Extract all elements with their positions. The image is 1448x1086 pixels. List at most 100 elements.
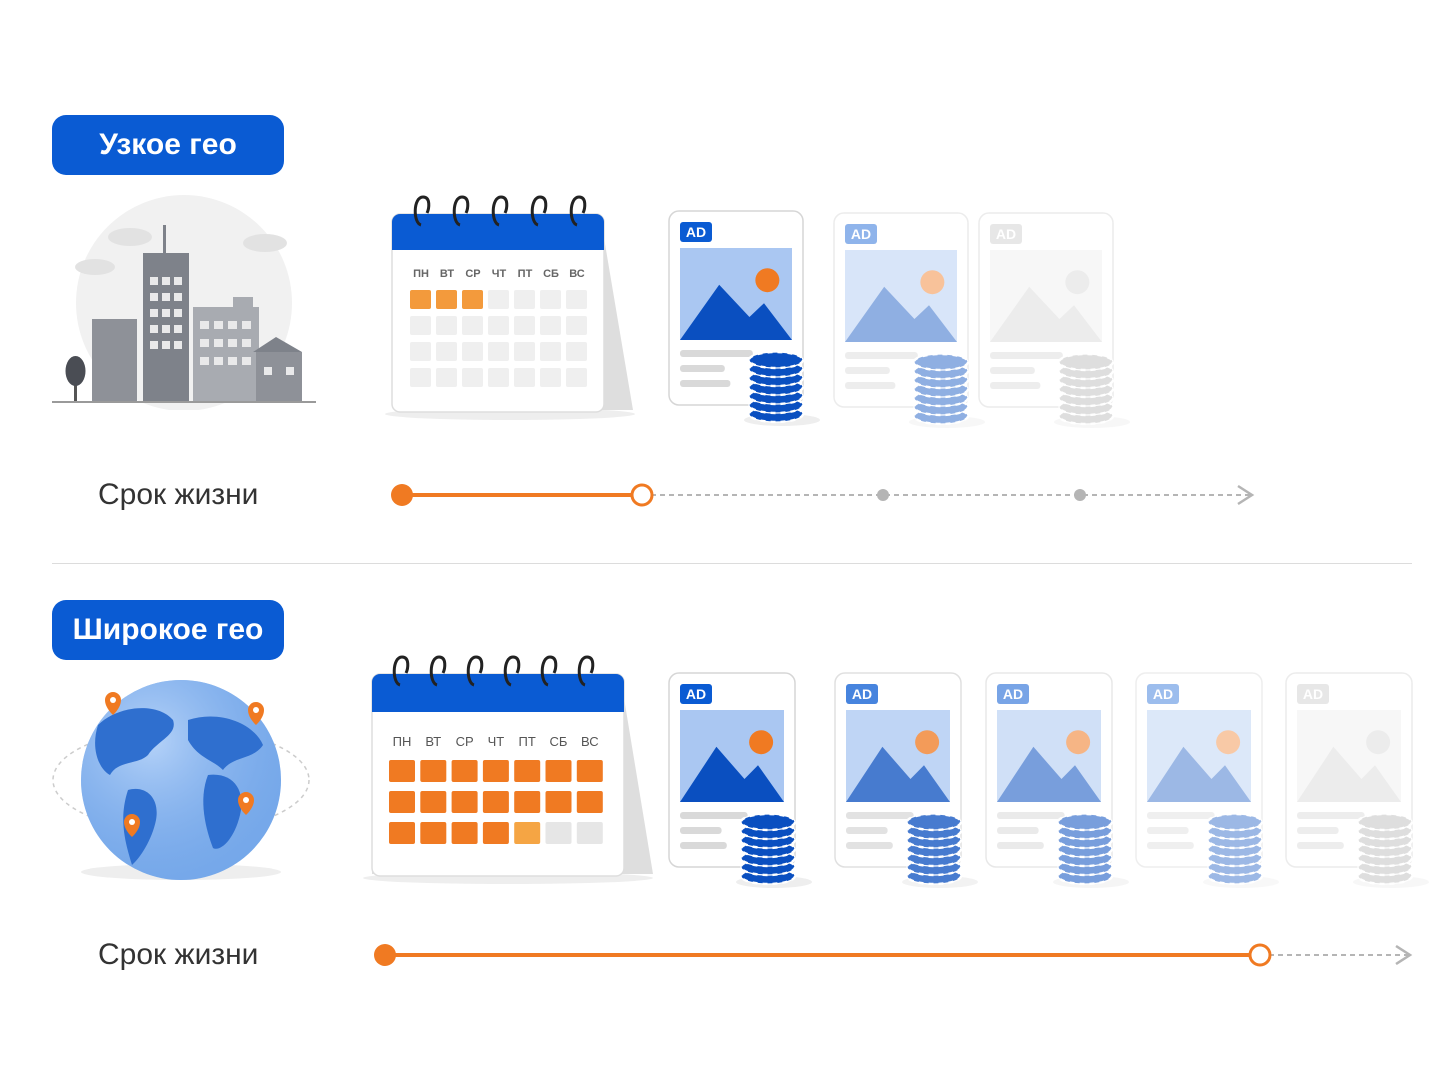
ad-badge: [1147, 684, 1179, 704]
chip: [1058, 371, 1114, 389]
calendar-day-active: [576, 760, 603, 782]
chip: [913, 407, 969, 425]
chip: [1357, 849, 1413, 867]
calendar-day-active: [451, 760, 478, 782]
wide-geo-badge: Широкое гео: [52, 600, 284, 660]
chip: [1058, 407, 1114, 425]
calendar-day-active: [462, 290, 483, 309]
calendar-day: [436, 316, 457, 335]
chip: [1207, 858, 1263, 876]
weekday-label: ПН: [413, 268, 429, 280]
calendar-day: [488, 316, 509, 335]
weekday-label: ВТ: [425, 734, 441, 749]
calendar-day-active: [410, 290, 431, 309]
weekday-label: ПТ: [519, 734, 536, 749]
calendar-day: [545, 822, 572, 844]
calendar-day-active: [482, 791, 509, 813]
chip: [1207, 831, 1263, 849]
lifespan-end-dot: [630, 483, 654, 507]
chip: [1357, 858, 1413, 876]
calendar-day: [540, 290, 561, 309]
chip: [913, 362, 969, 380]
ad-image: [990, 250, 1102, 342]
ad-badge: [1297, 684, 1329, 704]
calendar-day-active: [436, 290, 457, 309]
weekday-label: ВС: [569, 268, 585, 280]
ad-badge-text: AD: [686, 224, 706, 240]
chip: [1207, 867, 1263, 885]
ad-badge-text: AD: [852, 686, 872, 702]
weekday-label: СБ: [543, 268, 559, 280]
calendar-day-active: [420, 791, 447, 813]
calendar-day: [462, 368, 483, 387]
chip: [913, 353, 969, 371]
calendar-day: [436, 342, 457, 361]
ad-badge: [680, 222, 712, 242]
calendar-day-active: [514, 822, 541, 844]
calendar-day-active: [576, 791, 603, 813]
chip: [1058, 353, 1114, 371]
chip: [1207, 813, 1263, 831]
weekday-label: ПН: [393, 734, 412, 749]
wide-lifespan-timeline: [374, 943, 1413, 967]
calendar-day: [436, 368, 457, 387]
lifespan-start-dot: [374, 944, 396, 966]
chip: [913, 389, 969, 407]
calendar-day: [514, 368, 535, 387]
calendar-day-active: [389, 791, 415, 813]
ad-card: AD: [834, 672, 1002, 903]
calendar-day: [514, 342, 535, 361]
calendar-day: [410, 342, 431, 361]
chip: [1058, 389, 1114, 407]
calendar-day: [566, 342, 587, 361]
calendar-day: [410, 316, 431, 335]
ad-card: AD: [985, 672, 1153, 903]
narrow-geo-badge: Узкое гео: [52, 115, 284, 175]
calendar-day-active: [482, 822, 509, 844]
calendar-day-active: [389, 760, 415, 782]
calendar-day: [566, 290, 587, 309]
calendar-day: [576, 822, 603, 844]
wide-lifespan-label: Срок жизни: [98, 938, 259, 971]
chip: [1207, 822, 1263, 840]
weekday-label: ПТ: [518, 268, 533, 280]
chip: [1207, 849, 1263, 867]
narrow-lifespan-timeline: [391, 483, 1255, 507]
chip: [1357, 840, 1413, 858]
chip: [1357, 813, 1413, 831]
ad-badge: [990, 224, 1022, 244]
chip: [913, 398, 969, 416]
ad-badge: [846, 684, 878, 704]
ad-badge-text: AD: [1003, 686, 1023, 702]
ad-badge: [997, 684, 1029, 704]
city-buildings-icon: [52, 195, 316, 410]
ad-badge-text: AD: [686, 686, 706, 702]
ad-card: AD: [978, 212, 1154, 443]
calendar-day-active: [420, 822, 447, 844]
calendar-day-active: [420, 760, 447, 782]
ad-card: AD: [668, 672, 836, 903]
weekday-label: ВС: [581, 734, 599, 749]
calendar-day: [462, 316, 483, 335]
weekday-label: СР: [456, 734, 474, 749]
ad-badge-text: AD: [851, 226, 871, 242]
lifespan-end-dot: [1248, 943, 1272, 967]
calendar-day-active: [514, 760, 541, 782]
ad-card: AD: [1285, 672, 1448, 903]
weekday-label: СБ: [550, 734, 568, 749]
chip: [913, 371, 969, 389]
section-divider: [52, 563, 1412, 564]
calendar-day: [540, 342, 561, 361]
calendar-day: [514, 290, 535, 309]
ad-image: [845, 250, 957, 342]
chip: [1058, 398, 1114, 416]
weekday-label: ВТ: [440, 268, 455, 280]
ad-card: AD: [668, 210, 844, 441]
calendar-day: [488, 368, 509, 387]
ad-badge-text: AD: [1153, 686, 1173, 702]
calendar-day: [540, 316, 561, 335]
calendar-day: [566, 316, 587, 335]
ad-image: [1147, 710, 1251, 802]
calendar-day-active: [451, 791, 478, 813]
